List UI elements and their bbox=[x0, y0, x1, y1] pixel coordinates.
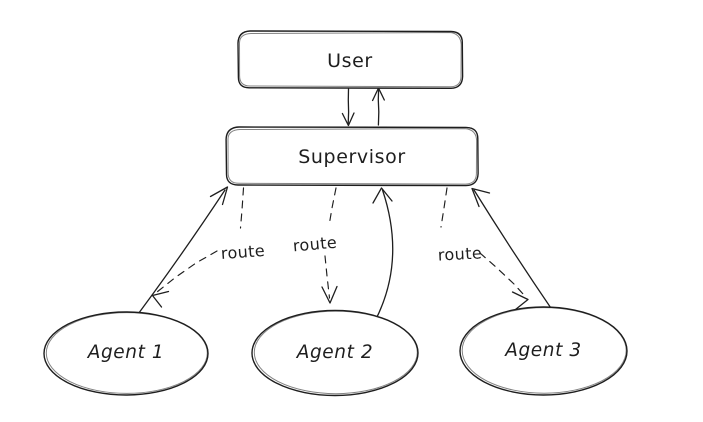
edge-label-route-1: route bbox=[220, 241, 265, 263]
node-agent2-label: Agent 2 bbox=[296, 342, 374, 363]
edge-label-route-1-text: route bbox=[220, 241, 265, 263]
node-supervisor-label: Supervisor bbox=[298, 146, 406, 168]
node-user-label: User bbox=[327, 50, 373, 72]
edge-supervisor-to-agent2 bbox=[321, 187, 338, 304]
edge-label-route-3: route bbox=[437, 243, 482, 264]
edge-supervisor-to-user bbox=[371, 87, 385, 126]
node-agent1[interactable]: Agent 1 bbox=[43, 311, 209, 396]
edge-agent2-to-supervisor bbox=[372, 187, 394, 321]
edge-label-route-2-text: route bbox=[292, 233, 338, 256]
node-agent1-label: Agent 1 bbox=[87, 342, 165, 363]
edge-user-to-supervisor bbox=[341, 88, 355, 127]
node-agent2[interactable]: Agent 2 bbox=[251, 309, 419, 397]
edge-label-route-3-text: route bbox=[437, 243, 482, 264]
edge-label-route-2: route bbox=[292, 233, 338, 256]
node-agent3-label: Agent 3 bbox=[504, 340, 582, 361]
node-agent3[interactable]: Agent 3 bbox=[459, 306, 628, 396]
node-supervisor[interactable]: Supervisor bbox=[225, 126, 479, 187]
node-user[interactable]: User bbox=[237, 30, 464, 89]
edge-supervisor-to-agent3 bbox=[440, 187, 529, 311]
